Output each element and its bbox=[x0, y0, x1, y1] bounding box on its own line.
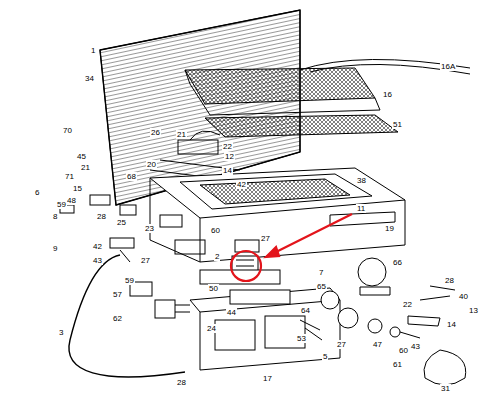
callout-number: 25 bbox=[116, 218, 127, 227]
callout-number: 43 bbox=[92, 256, 103, 265]
callout-number: 70 bbox=[62, 126, 73, 135]
callout-number: 34 bbox=[84, 74, 95, 83]
callout-number: 3 bbox=[58, 328, 64, 337]
callout-number: 50 bbox=[208, 284, 219, 293]
callout-number: 68 bbox=[126, 172, 137, 181]
callout-number: 42 bbox=[236, 180, 247, 189]
callout-number: 21 bbox=[80, 163, 91, 172]
callout-number: 7 bbox=[318, 268, 324, 277]
callout-number: 38 bbox=[356, 176, 367, 185]
callout-number: 28 bbox=[176, 378, 187, 387]
callout-number: 61 bbox=[392, 360, 403, 369]
callout-number: 22 bbox=[402, 300, 413, 309]
callout-number: 28 bbox=[444, 276, 455, 285]
callout-number: 26 bbox=[150, 128, 161, 137]
callout-number: 20 bbox=[146, 160, 157, 169]
callout-number: 59 bbox=[56, 200, 67, 209]
callout-number: 60 bbox=[398, 346, 409, 355]
callout-number: 16A bbox=[440, 62, 456, 71]
callout-number: 44 bbox=[226, 308, 237, 317]
callout-number: 6 bbox=[34, 188, 40, 197]
callout-number: 71 bbox=[64, 172, 75, 181]
callout-number: 14 bbox=[222, 166, 233, 175]
callout-number: 27 bbox=[140, 256, 151, 265]
callout-number: 22 bbox=[222, 142, 233, 151]
callout-number: 28 bbox=[96, 212, 107, 221]
callout-number: 57 bbox=[112, 290, 123, 299]
callout-number: 53 bbox=[296, 334, 307, 343]
callout-number: 48 bbox=[66, 196, 77, 205]
callout-number: 27 bbox=[260, 234, 271, 243]
callout-number: 5 bbox=[322, 352, 328, 361]
callout-number: 59 bbox=[124, 276, 135, 285]
callout-number: 16 bbox=[382, 90, 393, 99]
callout-number: 11 bbox=[356, 204, 366, 213]
callout-number: 9 bbox=[52, 244, 58, 253]
callout-number: 2 bbox=[214, 252, 220, 261]
callout-number: 27 bbox=[336, 340, 347, 349]
callout-number: 8 bbox=[52, 212, 58, 221]
callout-number: 15 bbox=[72, 184, 83, 193]
callout-number: 66 bbox=[392, 258, 403, 267]
callout-number: 13 bbox=[468, 306, 479, 315]
callout-number: 62 bbox=[112, 314, 123, 323]
callout-number: 21 bbox=[176, 130, 187, 139]
callout-number: 1 bbox=[90, 46, 96, 55]
callout-number: 19 bbox=[384, 224, 395, 233]
callout-number: 17 bbox=[262, 374, 273, 383]
callout-number: 24 bbox=[206, 324, 217, 333]
callout-number: 40 bbox=[458, 292, 469, 301]
callout-number: 23 bbox=[144, 224, 155, 233]
callout-number: 51 bbox=[392, 120, 403, 129]
callout-number: 64 bbox=[300, 306, 311, 315]
callout-number: 47 bbox=[372, 340, 383, 349]
callout-number: 43 bbox=[410, 342, 421, 351]
callout-number: 31 bbox=[440, 384, 451, 393]
callout-number: 65 bbox=[316, 282, 327, 291]
callout-number: 14 bbox=[446, 320, 457, 329]
callout-number: 45 bbox=[76, 152, 87, 161]
callout-number: 60 bbox=[210, 226, 221, 235]
callout-number: 12 bbox=[224, 152, 235, 161]
callout-number: 42 bbox=[92, 242, 103, 251]
